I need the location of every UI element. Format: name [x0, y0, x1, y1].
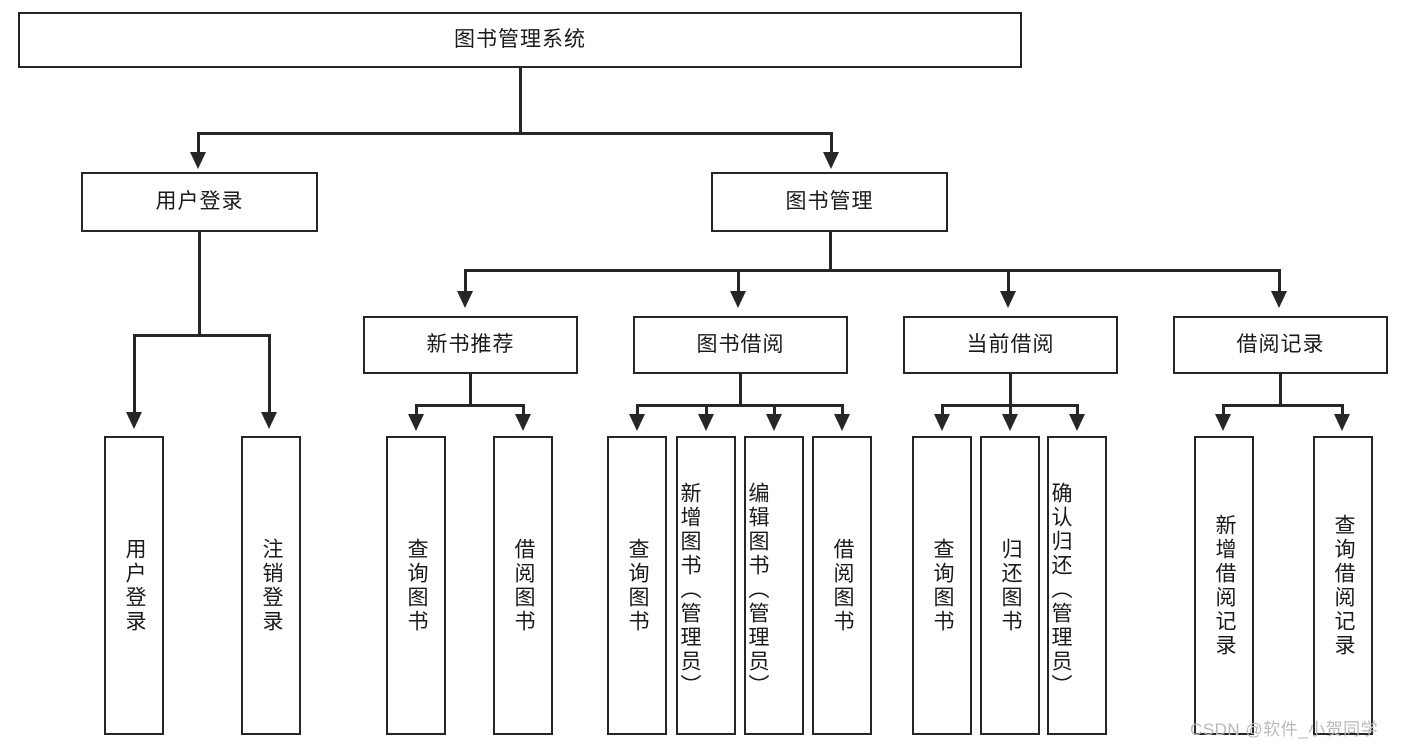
connector-user-login-to-leaf-1	[133, 334, 136, 416]
leaf-user-login-2[interactable]: 注销登录	[241, 436, 301, 735]
connector-new-book-stem	[469, 374, 472, 406]
connector-root-to-user-login	[197, 132, 200, 156]
connector-root-stem	[519, 68, 522, 134]
leaf-book-borrow-4-label: 借阅图书	[831, 537, 855, 634]
connector-to-current-borrow	[1007, 269, 1010, 295]
connector-borrow-record-leaf-1	[1222, 404, 1225, 418]
leaf-new-book-2[interactable]: 借阅图书	[493, 436, 553, 735]
arrow-to-current-borrow	[1000, 291, 1016, 308]
connector-book-borrow-leaf-2	[705, 404, 708, 418]
arrow-current-borrow-leaf-3	[1069, 414, 1085, 431]
node-borrow-record[interactable]: 借阅记录	[1173, 316, 1388, 374]
leaf-book-borrow-2-label: 新增图书（管理员）	[678, 481, 702, 698]
arrow-current-borrow-leaf-1	[934, 414, 950, 431]
node-current-borrow-label: 当前借阅	[966, 333, 1055, 357]
node-new-book-recommend[interactable]: 新书推荐	[363, 316, 578, 374]
leaf-borrow-record-2-label: 查询借阅记录	[1332, 513, 1356, 658]
node-root[interactable]: 图书管理系统	[18, 12, 1022, 68]
connector-book-borrow-leaf-4	[841, 404, 844, 418]
node-book-borrow[interactable]: 图书借阅	[633, 316, 848, 374]
leaf-current-borrow-1-label: 查询图书	[931, 537, 955, 634]
connector-to-book-borrow	[737, 269, 740, 295]
leaf-current-borrow-1[interactable]: 查询图书	[912, 436, 972, 735]
leaf-new-book-1[interactable]: 查询图书	[386, 436, 446, 735]
node-borrow-record-label: 借阅记录	[1236, 333, 1325, 357]
leaf-current-borrow-3-label: 确认归还（管理员）	[1049, 481, 1073, 698]
leaf-book-borrow-3-label: 编辑图书（管理员）	[746, 481, 770, 698]
connector-new-book-leaf-1	[415, 404, 418, 418]
connector-root-to-book-manage	[830, 132, 833, 156]
node-book-manage[interactable]: 图书管理	[711, 172, 948, 232]
leaf-current-borrow-2[interactable]: 归还图书	[980, 436, 1040, 735]
node-current-borrow[interactable]: 当前借阅	[903, 316, 1118, 374]
leaf-borrow-record-1-label: 新增借阅记录	[1213, 513, 1237, 658]
connector-to-new-book	[464, 269, 467, 295]
csdn-watermark: CSDN @软件_小贺同学	[1190, 720, 1379, 739]
arrow-user-login-to-leaf-2	[261, 412, 277, 429]
node-book-borrow-label: 图书借阅	[696, 333, 785, 357]
connector-to-borrow-record	[1278, 269, 1281, 295]
connector-book-borrow-leaf-3	[773, 404, 776, 418]
connector-current-borrow-leaf-3	[1076, 404, 1079, 418]
arrow-borrow-record-leaf-2	[1334, 414, 1350, 431]
connector-user-login-bus	[133, 334, 268, 337]
leaf-user-login-1-label: 用户登录	[123, 537, 147, 634]
node-root-label: 图书管理系统	[454, 28, 586, 52]
leaf-new-book-1-label: 查询图书	[405, 537, 429, 634]
arrow-root-to-book-manage	[823, 152, 839, 169]
arrow-current-borrow-leaf-2	[1002, 414, 1018, 431]
leaf-new-book-2-label: 借阅图书	[512, 537, 536, 634]
arrow-book-borrow-leaf-1	[629, 414, 645, 431]
connector-borrow-record-stem	[1279, 374, 1282, 406]
arrow-book-borrow-leaf-2	[698, 414, 714, 431]
arrow-borrow-record-leaf-1	[1215, 414, 1231, 431]
leaf-book-borrow-1[interactable]: 查询图书	[607, 436, 667, 735]
connector-user-login-stem	[198, 232, 201, 337]
leaf-book-borrow-4[interactable]: 借阅图书	[812, 436, 872, 735]
connector-new-book-leaf-2	[522, 404, 525, 418]
node-user-login[interactable]: 用户登录	[81, 172, 318, 232]
node-new-book-recommend-label: 新书推荐	[426, 333, 515, 357]
connector-book-manage-stem	[829, 232, 832, 272]
connector-current-borrow-leaf-1	[941, 404, 944, 418]
arrow-to-borrow-record	[1271, 291, 1287, 308]
connector-borrow-record-leaf-2	[1341, 404, 1344, 418]
node-user-login-label: 用户登录	[155, 190, 244, 214]
connector-user-login-to-leaf-2	[268, 334, 271, 416]
connector-book-borrow-stem	[739, 374, 742, 406]
arrow-to-book-borrow	[730, 291, 746, 308]
leaf-current-borrow-2-label: 归还图书	[999, 537, 1023, 634]
arrow-user-login-to-leaf-1	[126, 412, 142, 429]
leaf-current-borrow-3[interactable]: 确认归还（管理员）	[1047, 436, 1107, 735]
leaf-book-borrow-1-label: 查询图书	[626, 537, 650, 634]
leaf-book-borrow-3[interactable]: 编辑图书（管理员）	[744, 436, 804, 735]
connector-root-bus	[197, 132, 833, 135]
leaf-user-login-2-label: 注销登录	[260, 537, 284, 634]
connector-book-borrow-bus	[636, 404, 843, 407]
leaf-user-login-1[interactable]: 用户登录	[104, 436, 164, 735]
arrow-new-book-leaf-1	[408, 414, 424, 431]
leaf-borrow-record-1[interactable]: 新增借阅记录	[1194, 436, 1254, 735]
arrow-new-book-leaf-2	[515, 414, 531, 431]
connector-borrow-record-bus	[1222, 404, 1344, 407]
arrow-root-to-user-login	[190, 152, 206, 169]
arrow-to-new-book	[457, 291, 473, 308]
leaf-book-borrow-2[interactable]: 新增图书（管理员）	[676, 436, 736, 735]
arrow-book-borrow-leaf-4	[834, 414, 850, 431]
connector-new-book-bus	[415, 404, 525, 407]
connector-level3-bus	[464, 269, 1281, 272]
connector-current-borrow-stem	[1009, 374, 1012, 406]
connector-current-borrow-leaf-2	[1009, 404, 1012, 418]
connector-book-borrow-leaf-1	[636, 404, 639, 418]
node-book-manage-label: 图书管理	[785, 190, 874, 214]
leaf-borrow-record-2[interactable]: 查询借阅记录	[1313, 436, 1373, 735]
arrow-book-borrow-leaf-3	[766, 414, 782, 431]
